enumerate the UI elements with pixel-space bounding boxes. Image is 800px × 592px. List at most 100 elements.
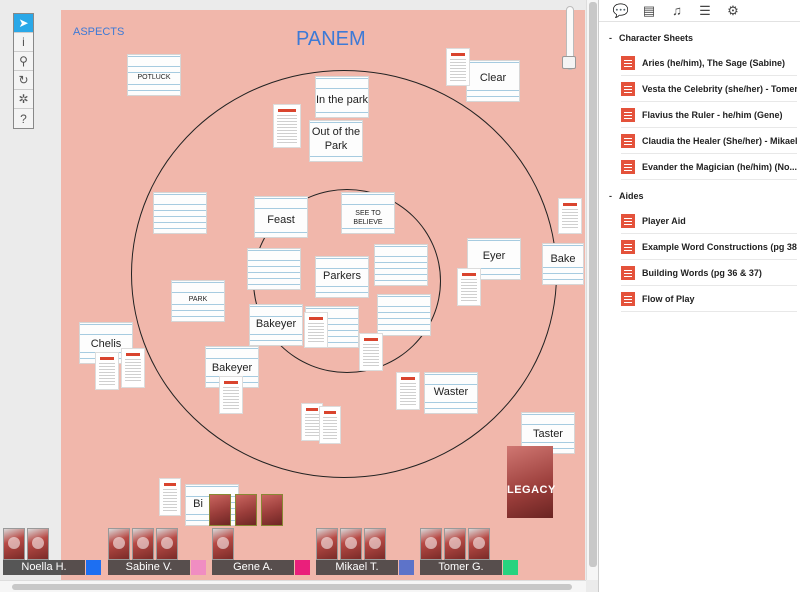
doc-card-4[interactable]	[457, 268, 481, 306]
player-color-gene	[295, 560, 310, 575]
doc-card-8[interactable]	[95, 352, 119, 390]
card-parkers[interactable]: Parkers	[315, 256, 369, 298]
card-eyer[interactable]: Eyer	[467, 238, 521, 280]
card-in-the-park[interactable]: In the park	[315, 76, 369, 118]
player-card-avatar[interactable]	[27, 528, 49, 560]
character-sheet-icon	[621, 81, 635, 96]
player-card-avatar[interactable]	[444, 528, 466, 560]
game-board[interactable]: ASPECTS PANEM POTLUCK In the park Out of…	[61, 10, 585, 580]
journal-entry-player-aid[interactable]: Player Aid	[621, 208, 797, 234]
select-tool-icon[interactable]: ➤	[14, 14, 33, 33]
journal-entry-evander[interactable]: Evander the Magician (he/him) (No...	[621, 154, 797, 180]
player-card-avatar[interactable]	[132, 528, 154, 560]
vertical-scrollbar-thumb[interactable]	[589, 2, 597, 567]
card-clear[interactable]: Clear	[466, 60, 520, 102]
legacy-card-deck[interactable]: LEGACY	[507, 446, 555, 518]
legacy-card-small-2[interactable]	[235, 494, 257, 526]
player-card-avatar[interactable]	[364, 528, 386, 560]
journal-entry-vesta[interactable]: Vesta the Celebrity (she/her) - Tomer	[621, 76, 797, 102]
player-card-avatar[interactable]	[420, 528, 442, 560]
chat-tab-icon[interactable]: 💬	[612, 2, 630, 18]
journal-entry-example-word-constructions[interactable]: Example Word Constructions (pg 38)	[621, 234, 797, 260]
player-color-tomer	[503, 560, 518, 575]
player-color-sabine	[191, 560, 206, 575]
board-aspects-label: ASPECTS	[73, 26, 125, 38]
card-feast[interactable]: Feast	[254, 196, 308, 238]
journal-entry-claudia[interactable]: Claudia the Healer (She/her) - Mikael	[621, 128, 797, 154]
handout-icon	[621, 213, 635, 228]
horizontal-scrollbar[interactable]	[0, 580, 586, 592]
player-card-avatar[interactable]	[468, 528, 490, 560]
handout-icon	[621, 265, 635, 280]
card-blank-3[interactable]	[374, 244, 428, 286]
vertical-scrollbar[interactable]	[586, 0, 598, 580]
sidebar-panel: 💬 ▤ ♫ ☰ ⚙ -Character Sheets Aries (he/hi…	[598, 0, 800, 592]
doc-card-9[interactable]	[219, 376, 243, 414]
card-see-to-believe[interactable]: SEE TO BELIEVE	[341, 192, 395, 234]
zoom-tool-icon[interactable]: ⚲	[14, 52, 33, 71]
doc-card-12[interactable]	[319, 406, 341, 444]
collapse-caret-icon[interactable]: -	[609, 33, 612, 43]
section-aides[interactable]: -Aides	[599, 186, 800, 206]
doc-card-3[interactable]	[558, 198, 582, 234]
zoom-slider-thumb[interactable]	[562, 56, 576, 69]
horizontal-scrollbar-thumb[interactable]	[12, 584, 572, 590]
journal-entry-aries[interactable]: Aries (he/him), The Sage (Sabine)	[621, 50, 797, 76]
info-tool-icon[interactable]: i	[14, 33, 33, 52]
card-waster[interactable]: Waster	[424, 372, 478, 414]
legacy-card-small-3[interactable]	[261, 494, 283, 526]
handout-icon	[621, 239, 635, 254]
player-color-noella	[86, 560, 101, 575]
board-title: PANEM	[296, 28, 366, 50]
card-bakeyer-1[interactable]: Bakeyer	[249, 304, 303, 346]
card-blank-5[interactable]	[377, 294, 431, 336]
sidebar-tabs: 💬 ▤ ♫ ☰ ⚙	[599, 0, 800, 22]
player-name-gene[interactable]: Gene A.	[212, 560, 294, 575]
character-sheet-icon	[621, 159, 635, 174]
section-character-sheets[interactable]: -Character Sheets	[599, 28, 800, 48]
settings-tab-icon[interactable]: ⚙	[727, 2, 739, 18]
collapse-caret-icon[interactable]: -	[609, 191, 612, 201]
legacy-card-small-1[interactable]	[209, 494, 231, 526]
doc-card-13[interactable]	[159, 478, 181, 516]
tabletop-canvas[interactable]: ASPECTS PANEM POTLUCK In the park Out of…	[0, 0, 598, 592]
doc-card-5[interactable]	[304, 312, 328, 348]
doc-card-10[interactable]	[396, 372, 420, 410]
music-tab-icon[interactable]: ♫	[672, 3, 682, 18]
player-card-avatar[interactable]	[108, 528, 130, 560]
journal-entry-flavius[interactable]: Flavius the Ruler - he/him (Gene)	[621, 102, 797, 128]
doc-card-6[interactable]	[359, 333, 383, 371]
card-blank-2[interactable]	[247, 248, 301, 290]
doc-card-7[interactable]	[121, 348, 145, 388]
player-name-mikael[interactable]: Mikael T.	[316, 560, 398, 575]
card-bake[interactable]: Bake	[542, 243, 584, 285]
doc-card-2[interactable]	[446, 48, 470, 86]
card-out-of-the-park[interactable]: Out of the Park	[309, 120, 363, 162]
card-potluck[interactable]: POTLUCK	[127, 54, 181, 96]
player-card-avatar[interactable]	[340, 528, 362, 560]
journal-tab-icon[interactable]: ▤	[642, 2, 656, 18]
player-name-tomer[interactable]: Tomer G.	[420, 560, 502, 575]
journal-entry-building-words[interactable]: Building Words (pg 36 & 37)	[621, 260, 797, 286]
doc-card-1[interactable]	[273, 104, 301, 148]
settings-tool-icon[interactable]: ✲	[14, 90, 33, 109]
help-tool-icon[interactable]: ?	[20, 111, 27, 126]
character-sheet-icon	[621, 107, 635, 122]
character-sheet-icon	[621, 133, 635, 148]
player-card-avatar[interactable]	[316, 528, 338, 560]
player-card-avatar[interactable]	[212, 528, 234, 560]
card-blank-1[interactable]	[153, 192, 207, 234]
player-card-avatar[interactable]	[156, 528, 178, 560]
card-bakeyer-2[interactable]: Bakeyer	[205, 346, 259, 388]
rotate-tool-icon[interactable]: ↻	[14, 71, 33, 90]
player-name-sabine[interactable]: Sabine V.	[108, 560, 190, 575]
player-card-avatar[interactable]	[3, 528, 25, 560]
journal-entry-flow-of-play[interactable]: Flow of Play	[621, 286, 797, 312]
handout-icon	[621, 291, 635, 306]
list-tab-icon[interactable]: ☰	[699, 2, 711, 18]
zoom-slider-track[interactable]	[566, 6, 574, 70]
tool-palette: ➤ i ⚲ ↻ ✲ ?	[13, 13, 34, 129]
character-sheet-icon	[621, 55, 635, 70]
player-name-noella[interactable]: Noella H.	[3, 560, 85, 575]
card-park[interactable]: PARK	[171, 280, 225, 322]
